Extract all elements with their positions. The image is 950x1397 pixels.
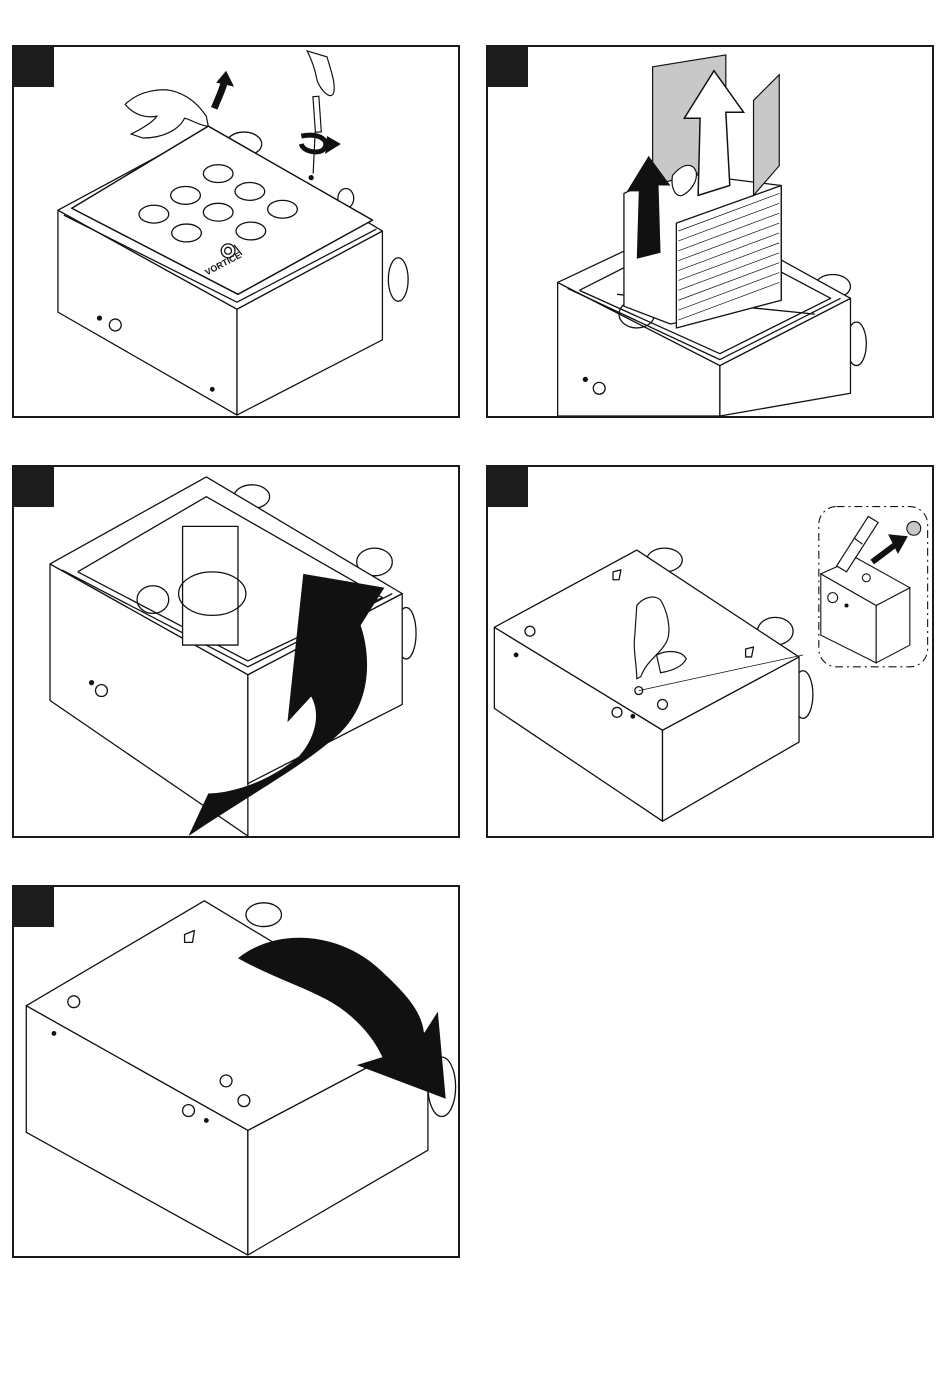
step-5-panel [12,885,460,1258]
step-4-badge [488,467,528,507]
step-5-badge [14,887,54,927]
filter-panel [754,75,780,196]
step-3-illustration [14,467,458,836]
step-4-illustration [488,467,932,836]
step-1-badge [14,47,54,87]
step-4-panel [486,465,934,838]
hand-icon [125,90,208,138]
step-2-badge [488,47,528,87]
step-3-panel [12,465,460,838]
screwdriver-icon [307,51,334,174]
arrow-up-icon [214,71,234,109]
arrow-icon [872,534,908,562]
step-1-panel: VORTICE [12,45,460,418]
step-2-panel [486,45,934,418]
step-5-illustration [14,887,458,1256]
rotate-arrow-icon [301,135,341,154]
step-3-badge [14,467,54,507]
step-1-illustration: VORTICE [14,47,458,416]
duct-spigot [388,258,408,302]
step-2-illustration [488,47,932,416]
